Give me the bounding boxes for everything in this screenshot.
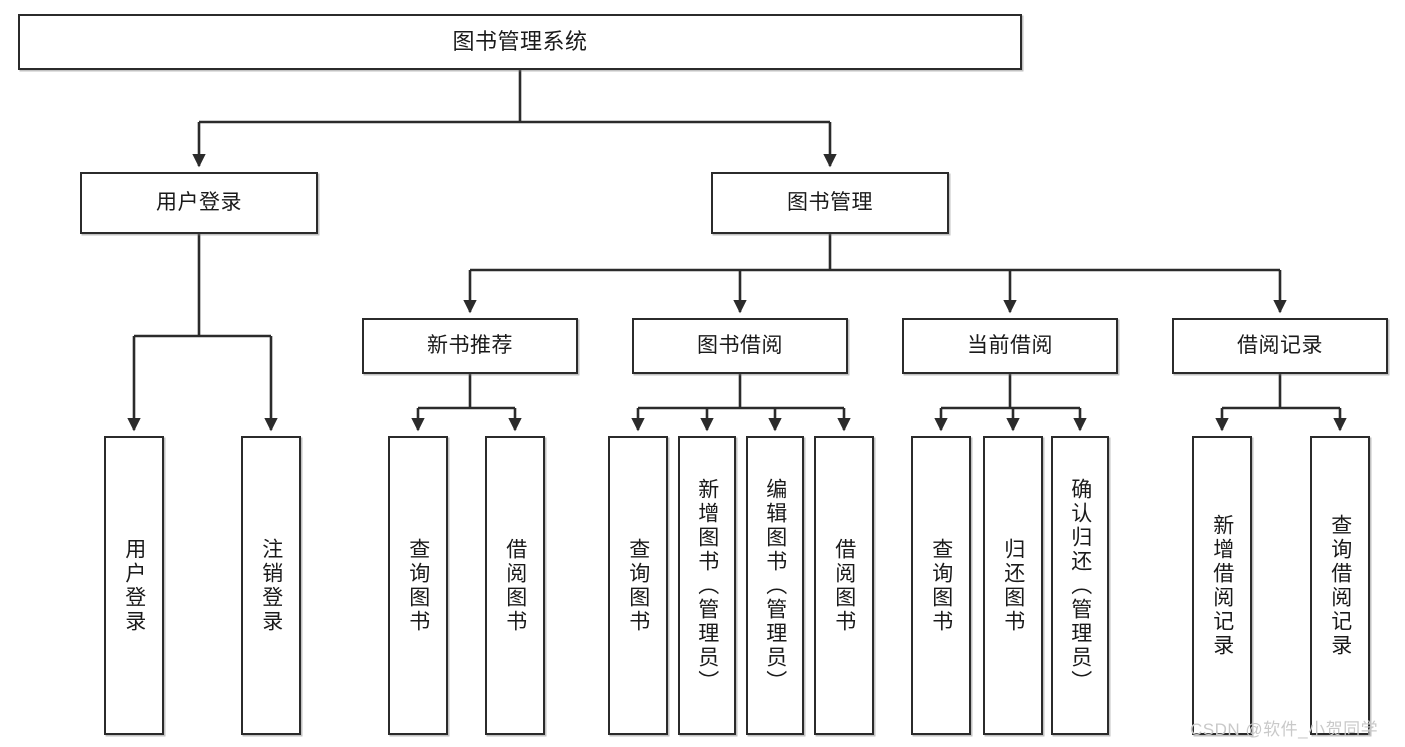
node-label: 借阅记录 bbox=[1237, 334, 1323, 358]
node-borrow-record[interactable]: 借阅记录 bbox=[1172, 318, 1388, 374]
leaf-current-return-book[interactable]: 归还图书 bbox=[983, 436, 1043, 735]
node-label: 借阅图书 bbox=[832, 537, 856, 634]
node-book-management[interactable]: 图书管理 bbox=[711, 172, 949, 234]
node-label: 用户登录 bbox=[156, 191, 242, 215]
leaf-current-query-book[interactable]: 查询图书 bbox=[911, 436, 971, 735]
node-label: 确认归还（管理员） bbox=[1068, 477, 1092, 694]
node-label: 图书管理 bbox=[787, 191, 873, 215]
leaf-borrow-add-book-admin[interactable]: 新增图书（管理员） bbox=[678, 436, 736, 735]
node-label: 查询图书 bbox=[929, 537, 953, 634]
node-label: 查询图书 bbox=[626, 537, 650, 634]
node-label: 图书管理系统 bbox=[452, 28, 588, 54]
node-label: 用户登录 bbox=[122, 537, 146, 634]
leaf-borrow-edit-book-admin[interactable]: 编辑图书（管理员） bbox=[746, 436, 804, 735]
node-root-system[interactable]: 图书管理系统 bbox=[18, 14, 1022, 70]
watermark-text: CSDN @软件_小贺同学 bbox=[1190, 720, 1379, 739]
leaf-current-confirm-return-admin[interactable]: 确认归还（管理员） bbox=[1051, 436, 1109, 735]
node-label: 查询图书 bbox=[406, 537, 430, 634]
leaf-record-query-record[interactable]: 查询借阅记录 bbox=[1310, 436, 1370, 735]
node-label: 图书借阅 bbox=[697, 334, 783, 358]
node-label: 新增图书（管理员） bbox=[695, 477, 719, 694]
node-new-book-recommend[interactable]: 新书推荐 bbox=[362, 318, 578, 374]
node-label: 新书推荐 bbox=[427, 334, 513, 358]
node-label: 编辑图书（管理员） bbox=[763, 477, 787, 694]
leaf-new-book-borrow[interactable]: 借阅图书 bbox=[485, 436, 545, 735]
leaf-record-add-record[interactable]: 新增借阅记录 bbox=[1192, 436, 1252, 735]
leaf-user-login-logout[interactable]: 注销登录 bbox=[241, 436, 301, 735]
leaf-new-book-query[interactable]: 查询图书 bbox=[388, 436, 448, 735]
node-user-login[interactable]: 用户登录 bbox=[80, 172, 318, 234]
leaf-borrow-query-book[interactable]: 查询图书 bbox=[608, 436, 668, 735]
node-label: 查询借阅记录 bbox=[1328, 513, 1352, 658]
node-label: 归还图书 bbox=[1001, 537, 1025, 634]
node-label: 新增借阅记录 bbox=[1210, 513, 1234, 658]
node-current-borrow[interactable]: 当前借阅 bbox=[902, 318, 1118, 374]
node-label: 注销登录 bbox=[259, 537, 283, 634]
node-book-borrow[interactable]: 图书借阅 bbox=[632, 318, 848, 374]
node-label: 当前借阅 bbox=[967, 334, 1053, 358]
leaf-borrow-borrow-book[interactable]: 借阅图书 bbox=[814, 436, 874, 735]
node-label: 借阅图书 bbox=[503, 537, 527, 634]
leaf-user-login-login[interactable]: 用户登录 bbox=[104, 436, 164, 735]
